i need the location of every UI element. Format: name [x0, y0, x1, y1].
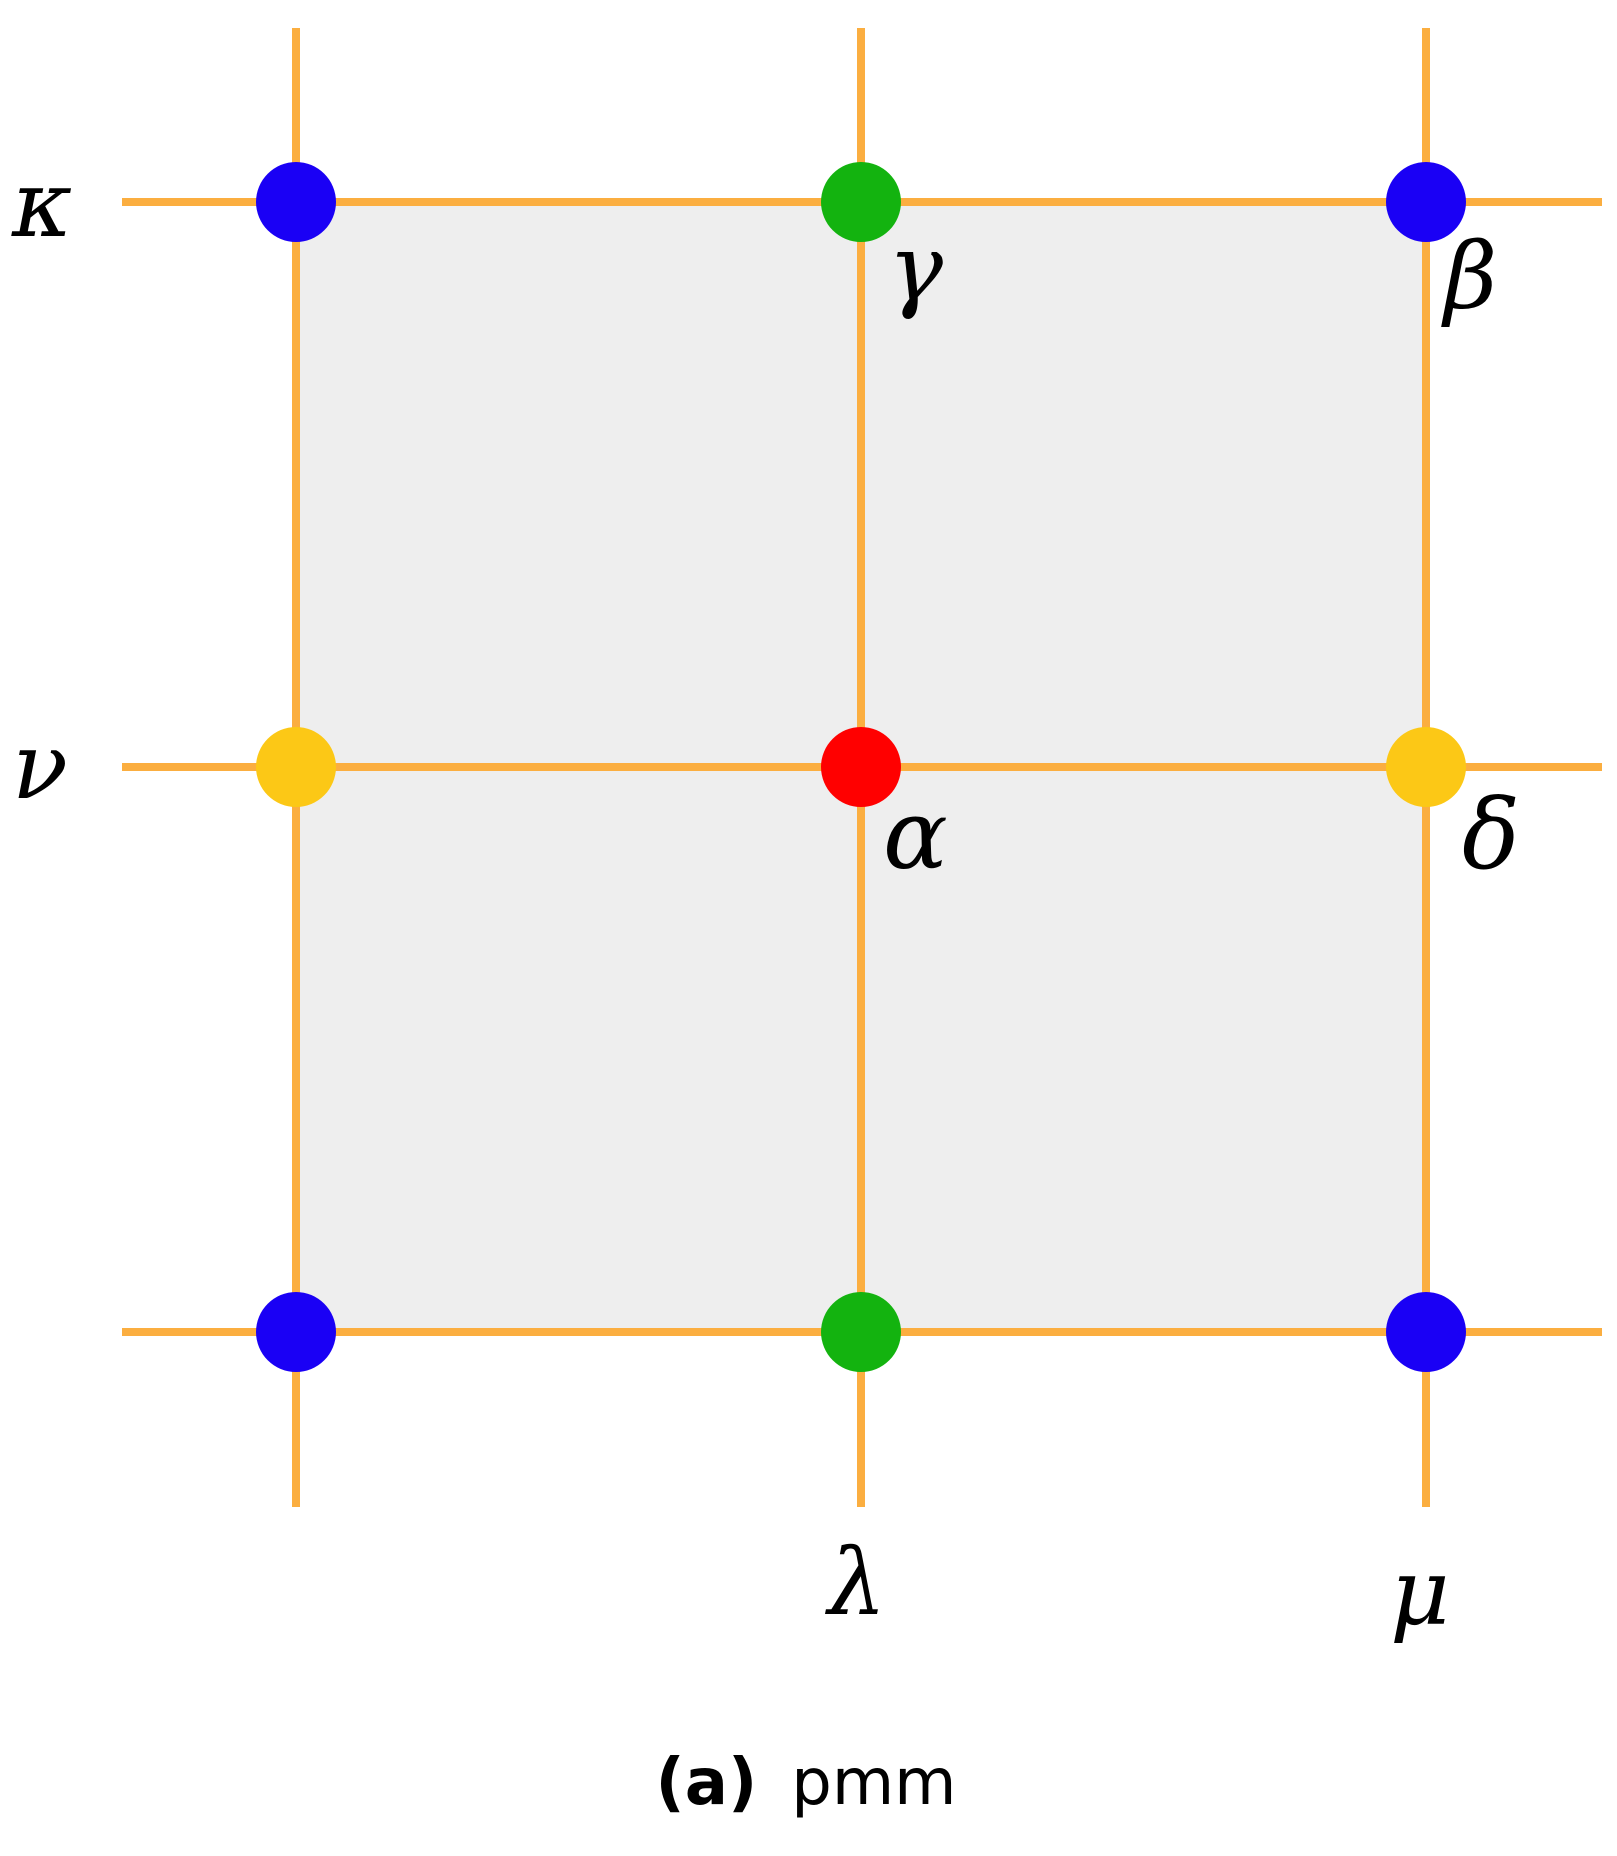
label-nu: ν	[12, 713, 68, 820]
label-delta: δ	[1462, 779, 1520, 891]
point-center	[821, 727, 901, 807]
point-edge-top-mid	[821, 162, 901, 242]
label-beta: β	[1441, 223, 1497, 330]
point-edge-bottom-mid	[821, 1292, 901, 1372]
caption: (a) pmm	[656, 1746, 957, 1820]
caption-group: pmm	[791, 1746, 956, 1820]
symmetry-points	[256, 162, 1466, 1372]
caption-panel: (a)	[656, 1746, 758, 1820]
point-corner-bottom-right	[1386, 1292, 1466, 1372]
point-edge-mid-right	[1386, 727, 1466, 807]
label-gamma: γ	[888, 215, 944, 322]
label-alpha: α	[883, 779, 948, 891]
point-corner-top-left	[256, 162, 336, 242]
label-kappa: κ	[11, 151, 72, 258]
point-corner-bottom-left	[256, 1292, 336, 1372]
point-edge-mid-left	[256, 727, 336, 807]
label-lambda: λ	[824, 1529, 886, 1636]
point-corner-top-right	[1386, 162, 1466, 242]
label-mu: μ	[1390, 1539, 1450, 1646]
